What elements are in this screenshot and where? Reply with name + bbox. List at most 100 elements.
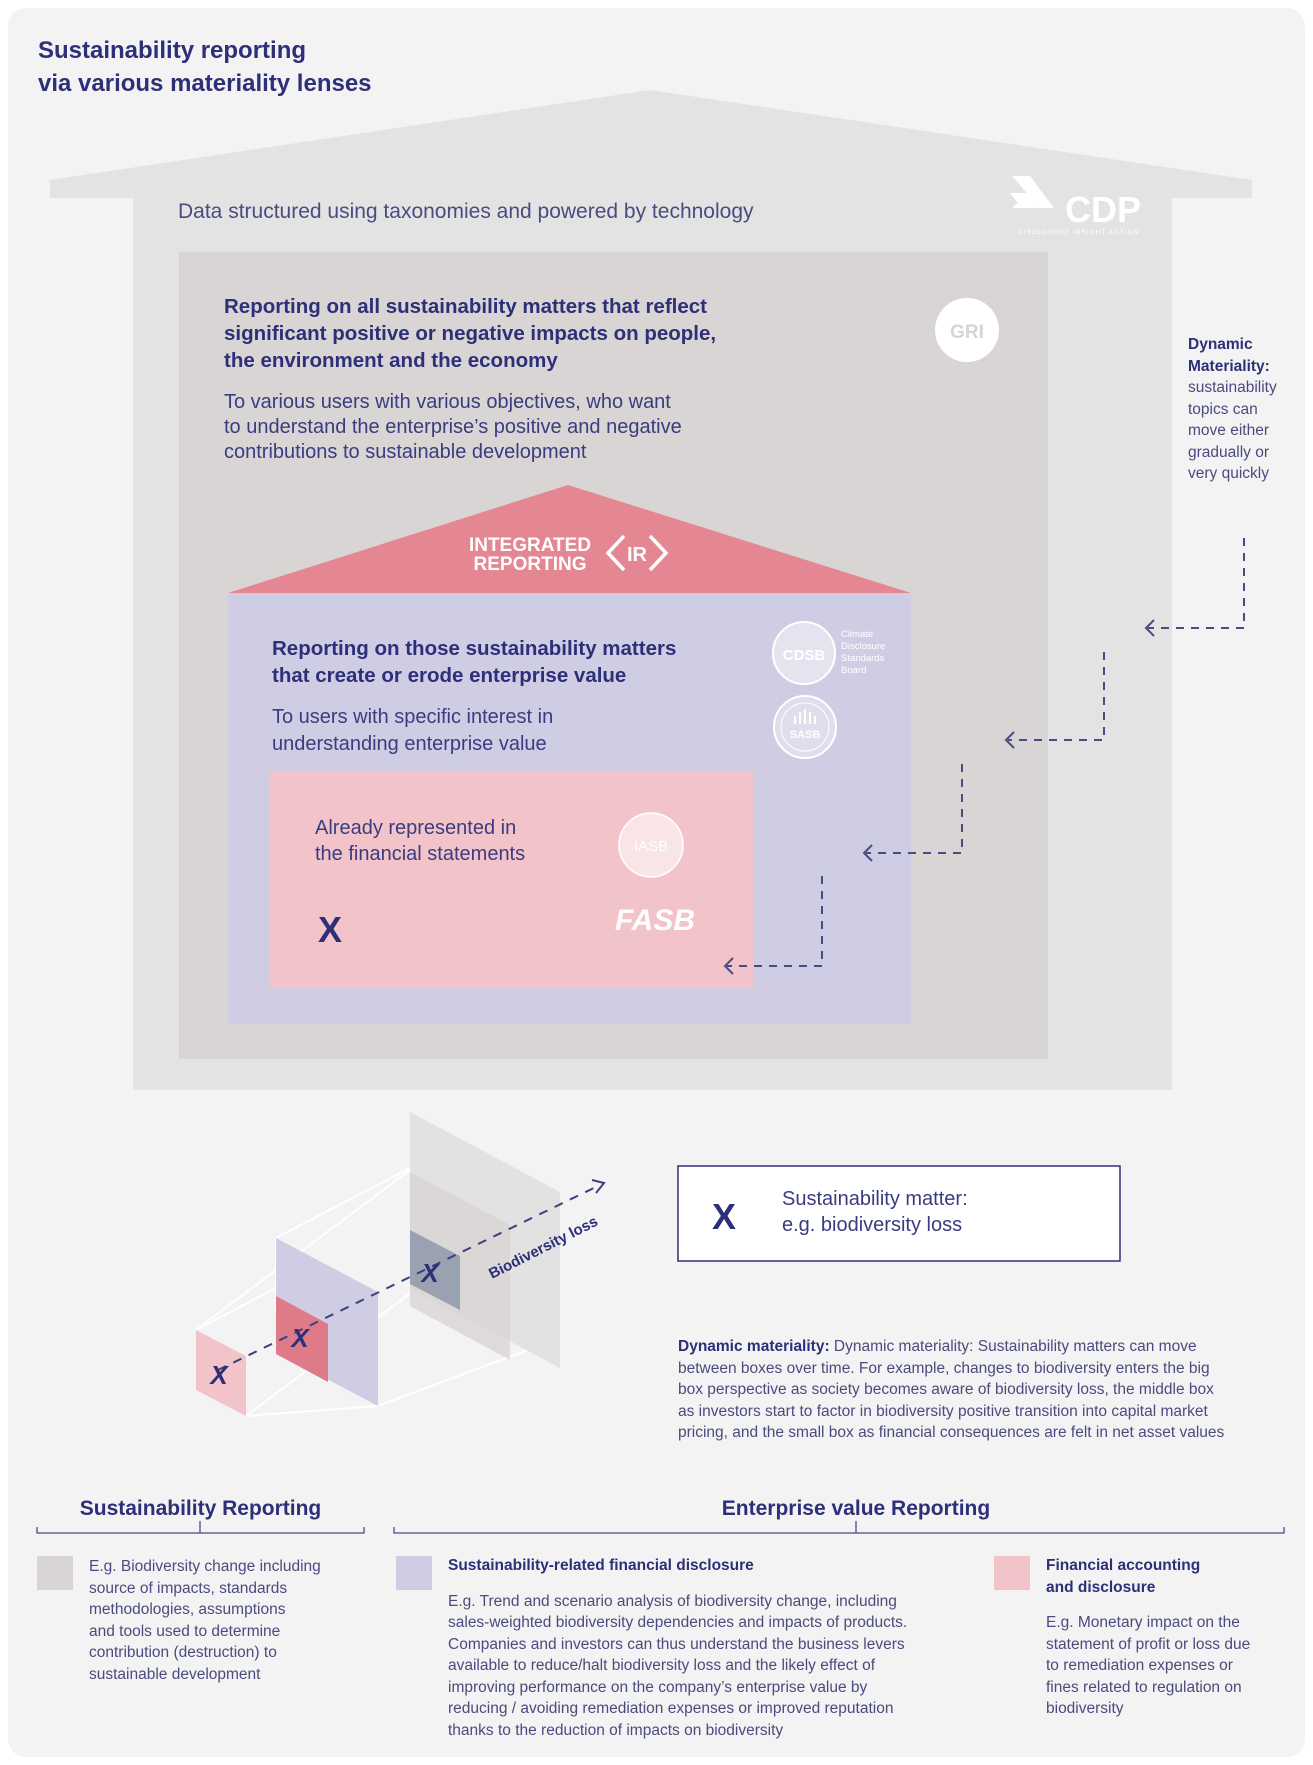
col1-line-3: methodologies, assumptions <box>89 1601 286 1618</box>
enterprise-bracket <box>393 1527 1285 1534</box>
swatch-financial <box>994 1556 1030 1590</box>
col1-line-6: sustainable development <box>89 1665 261 1683</box>
enterprise-heading-line-2: that create or erode enterprise value <box>272 664 626 687</box>
dynamic-materiality-side-note: Dynamic Materiality: sustainability topi… <box>1188 334 1298 485</box>
sasb-logo-text: SASB <box>790 729 821 741</box>
legend-text-line-1: Sustainability matter: <box>782 1188 968 1210</box>
side-note-lead-2: Materiality: <box>1188 357 1270 375</box>
cdsb-name-line-4: Board <box>841 665 866 676</box>
side-note-line-5: very quickly <box>1188 465 1269 482</box>
dynamic-note-line-3: box perspective as society becomes aware… <box>678 1381 1214 1398</box>
integrated-reporting-roof <box>228 485 911 593</box>
integrated-reporting-logo: INTEGRATED REPORTING IR <box>469 534 669 575</box>
col2-line-6: reducing / avoiding remediation expenses… <box>448 1700 894 1717</box>
sasb-logo-inner-ring <box>780 702 830 752</box>
materiality-illustration: Biodiversity loss X X X <box>195 1112 606 1417</box>
financial-statements-box <box>269 772 754 988</box>
financial-text-line-1: Already represented in <box>315 817 516 839</box>
cdsb-logo: CDSB Climate Disclosure Standards Board <box>772 621 885 685</box>
col3-title-line-2: and disclosure <box>1046 1578 1156 1596</box>
col1-line-2: source of impacts, standards <box>89 1579 288 1597</box>
side-note-line-3: move either <box>1188 422 1269 439</box>
enterprise-box-text: To users with specific interest in under… <box>272 706 553 755</box>
bottom-header-brackets <box>36 1521 1285 1534</box>
biodiversity-loss-axis <box>217 1184 601 1371</box>
swatch-sustainability <box>37 1556 73 1590</box>
iasb-logo: IASB <box>618 812 684 878</box>
panel-financial <box>196 1330 246 1416</box>
enterprise-text-line-1: To users with specific interest in <box>272 706 553 728</box>
col3-line-4: fines related to regulation on <box>1046 1678 1242 1696</box>
enterprise-value-reporting-header: Enterprise value Reporting <box>721 1497 991 1520</box>
outer-house-subtitle: Data structured using taxonomies and pow… <box>178 200 754 223</box>
side-note-line-1: sustainability <box>1188 379 1277 396</box>
cdp-logo-mark-icon <box>1010 176 1054 208</box>
ir-logo-line-2: REPORTING <box>474 554 587 575</box>
sustainability-box-text: To various users with various objectives… <box>224 391 682 463</box>
dynamic-materiality-note: Dynamic materiality: Dynamic materiality… <box>678 1336 1298 1444</box>
sasb-logo-circle <box>773 695 837 759</box>
side-note-lead-1: Dynamic <box>1188 336 1253 353</box>
col2-line-1: E.g. Trend and scenario analysis of biod… <box>448 1592 897 1610</box>
ir-bracket-right-icon <box>648 534 669 572</box>
dynamic-note-line-2: between boxes over time. For example, ch… <box>678 1359 1210 1377</box>
col-sustainability-text: E.g. Biodiversity change including sourc… <box>89 1556 359 1685</box>
col3-line-5: biodiversity <box>1046 1700 1124 1717</box>
sustainability-heading-line-3: the environment and the economy <box>224 349 558 372</box>
col1-line-5: contribution (destruction) to <box>89 1644 277 1661</box>
dynamic-arrow-3 <box>866 764 963 854</box>
enterprise-box-heading: Reporting on those sustainability matter… <box>272 637 676 687</box>
col2-line-2: sales-weighted biodiversity dependencies… <box>448 1614 908 1631</box>
financial-text-line-2: the financial statements <box>315 843 525 865</box>
legend-marker: X <box>712 1196 736 1237</box>
arrowhead-left-icon <box>723 957 734 975</box>
sasb-logo-bars-icon <box>794 709 816 724</box>
fasb-logo-text: FASB <box>615 904 695 937</box>
side-note-line-2: topics can <box>1188 400 1258 418</box>
cdsb-logo-abbr: CDSB <box>783 647 826 664</box>
gri-logo-text: GRI <box>950 322 984 343</box>
dynamic-arrow-1 <box>1148 538 1245 629</box>
col2-line-7: thanks to the reduction of impacts on bi… <box>448 1721 784 1739</box>
arrowhead-left-icon <box>862 844 873 862</box>
dynamic-note-line-4: as investors start to factor in biodiver… <box>678 1402 1208 1420</box>
sustainability-text-line-3: contributions to sustainable development <box>224 441 587 463</box>
col2-title: Sustainability-related financial disclos… <box>448 1557 754 1574</box>
legend-box <box>677 1165 1121 1262</box>
col-financial-text: Financial accounting and disclosure E.g.… <box>1046 1555 1296 1720</box>
sasb-logo: SASB <box>773 695 837 759</box>
axis-arrowhead-icon <box>591 1179 606 1194</box>
cdsb-name-line-2: Disclosure <box>841 641 885 652</box>
col-enterprise-text: Sustainability-related financial disclos… <box>448 1555 988 1741</box>
panel-sustainability-marker-tile <box>410 1230 460 1310</box>
cdsb-logo-circle <box>772 621 836 685</box>
dynamic-note-line-1: Dynamic materiality: Sustainability matt… <box>829 1338 1197 1355</box>
sustainability-box-heading: Reporting on all sustainability matters … <box>224 295 716 372</box>
col2-line-3: Companies and investors can thus underst… <box>448 1635 905 1653</box>
dynamic-arrowheads <box>723 619 1155 975</box>
ir-bracket-left-icon <box>605 534 626 572</box>
dynamic-arrow-2 <box>1008 652 1105 741</box>
illustration-marker-financial: X <box>208 1360 229 1390</box>
panel-enterprise-marker-tile <box>276 1296 328 1382</box>
arrowhead-left-icon <box>1004 731 1015 749</box>
dynamic-arrows <box>727 538 1245 967</box>
cdp-logo-tagline: DISCLOSURE INSIGHT ACTION <box>1018 229 1139 236</box>
col3-line-1: E.g. Monetary impact on the <box>1046 1614 1240 1631</box>
cdp-logo: CDP DISCLOSURE INSIGHT ACTION <box>1010 176 1141 236</box>
cdsb-name-line-1: Climate <box>841 629 873 640</box>
sustainability-text-line-2: to understand the enterprise’s positive … <box>224 416 682 438</box>
cdsb-name-line-3: Standards <box>841 653 885 664</box>
page-title-line-1: Sustainability reporting <box>38 37 307 64</box>
side-note-line-4: gradually or <box>1188 443 1269 461</box>
financial-box-marker: X <box>318 909 342 950</box>
col2-line-4: available to reduce/halt biodiversity lo… <box>448 1657 876 1674</box>
enterprise-heading-line-1: Reporting on those sustainability matter… <box>272 637 676 660</box>
col1-line-4: and tools used to determine <box>89 1622 281 1640</box>
illustration-marker-enterprise: X <box>289 1323 310 1353</box>
ir-logo-mark: IR <box>627 544 648 566</box>
gri-logo-circle <box>935 298 999 362</box>
iasb-logo-circle <box>618 812 684 878</box>
page-title-line-2: via various materiality lenses <box>38 70 372 97</box>
